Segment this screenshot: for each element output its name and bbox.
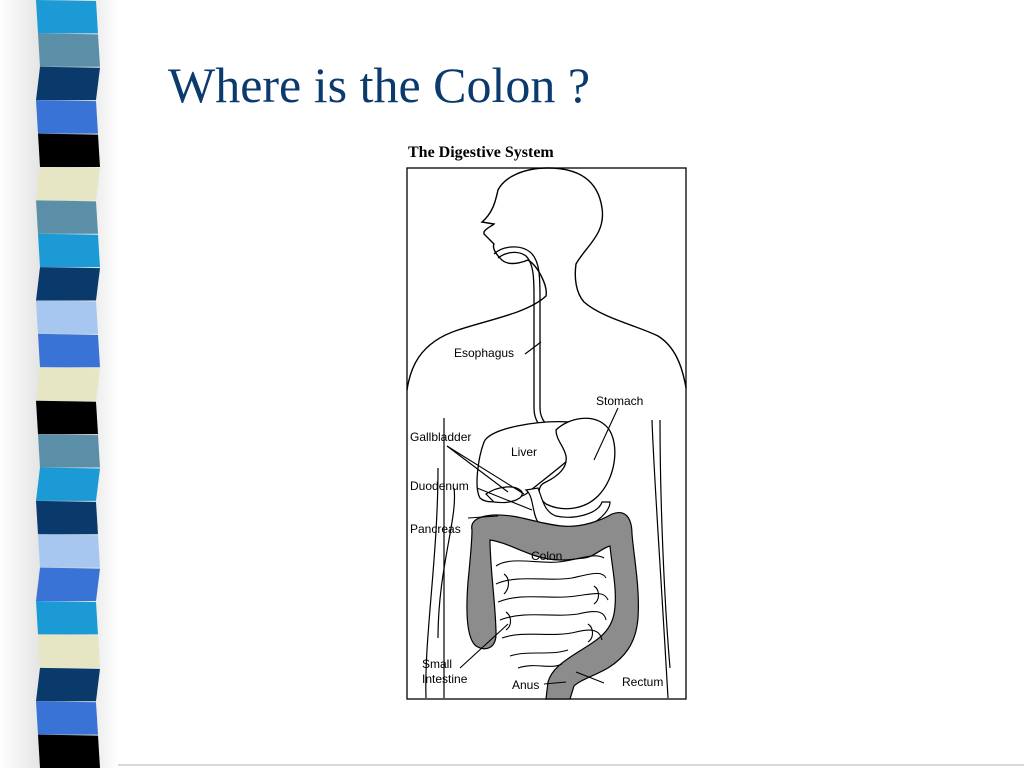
stripe-segment xyxy=(38,133,100,167)
stripe-group xyxy=(36,0,100,768)
stomach-organ xyxy=(538,417,616,510)
diagram-title: The Digestive System xyxy=(408,144,554,161)
stripe-segment xyxy=(36,100,98,134)
decorative-stripe-band xyxy=(0,0,118,768)
stripe-segment xyxy=(36,667,100,702)
stripe-segment xyxy=(36,0,98,34)
stripe-segment xyxy=(38,534,100,568)
gallbladder-organ xyxy=(485,486,523,504)
label-gallbladder: Gallbladder xyxy=(410,430,471,444)
small-intestine-organ xyxy=(495,555,609,669)
stripe-segment xyxy=(38,434,100,468)
stripe-segment xyxy=(36,66,100,101)
label-small-intestine-line2: Intestine xyxy=(422,672,468,686)
slide-title: Where is the Colon ? xyxy=(168,57,591,113)
stripe-segment xyxy=(36,267,100,301)
stripe-segment xyxy=(36,601,98,635)
stripe-segment xyxy=(36,701,98,735)
stripe-segment xyxy=(36,300,98,334)
label-small-intestine-line1: Small xyxy=(422,657,452,671)
colon-organ xyxy=(466,512,639,700)
label-rectum: Rectum xyxy=(622,675,663,689)
right-arm-line-2 xyxy=(659,419,671,669)
label-pancreas: Pancreas xyxy=(410,522,461,536)
stripe-segment xyxy=(38,333,100,368)
left-arm-line-2 xyxy=(425,467,439,699)
stripe-segment xyxy=(36,400,98,435)
label-colon: Colon xyxy=(531,549,562,563)
label-esophagus: Esophagus xyxy=(454,346,514,360)
duodenum-organ xyxy=(524,487,611,531)
leader-lines xyxy=(446,341,619,685)
stripe-segment xyxy=(36,200,98,234)
torso-side-line xyxy=(437,487,456,639)
head-and-torso-outline xyxy=(406,167,687,391)
digestive-system-diagram: The Digestive System xyxy=(406,144,687,700)
stripe-segment xyxy=(36,166,100,201)
stripe-segment xyxy=(38,33,100,67)
label-liver: Liver xyxy=(511,445,537,459)
stripe-segment xyxy=(36,467,100,501)
stripe-segment xyxy=(36,500,98,535)
stripe-segment xyxy=(38,634,100,668)
stripe-segment xyxy=(38,233,100,268)
label-anus: Anus xyxy=(512,678,539,692)
right-arm-line xyxy=(651,419,669,699)
label-duodenum: Duodenum xyxy=(410,479,469,493)
label-stomach: Stomach xyxy=(596,394,643,408)
stripe-segment xyxy=(36,367,100,401)
stripe-segment xyxy=(38,734,100,768)
slide-bottom-rule xyxy=(118,764,1024,766)
stripe-segment xyxy=(36,567,100,602)
